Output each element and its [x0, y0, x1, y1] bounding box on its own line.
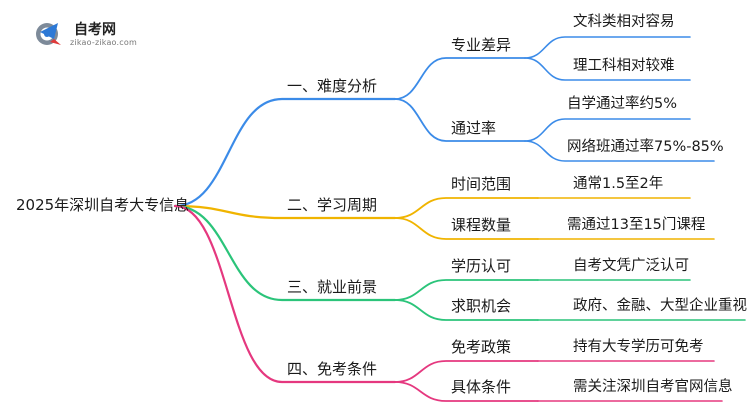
branch-3-sub-2-connector	[394, 299, 539, 321]
branch-1-sub-1-leaf-2-connector	[524, 57, 691, 81]
branch-3-sub-1-connector	[394, 279, 539, 301]
branch-1-sub-2-leaf-2: 网络班通过率75%-85%	[567, 139, 724, 155]
branch-2-sub-1-label: 时间范围	[451, 175, 512, 193]
branch-1-connector	[173, 97, 397, 208]
branch-2-sub-2-leaf-1: 需通过13至15门课程	[567, 217, 706, 233]
branch-4-connector	[173, 204, 397, 384]
branch-4-sub-2-connector	[394, 381, 539, 402]
branch-3-sub-2-label: 求职机会	[451, 297, 512, 315]
branch-1-sub-1-leaf-2: 理工科相对较难	[573, 58, 675, 74]
branch-4-sub-1-leaf-1: 持有大专学历可免考	[573, 339, 704, 355]
branch-3-connector	[173, 204, 397, 302]
branch-2-label: 二、学习周期	[287, 196, 378, 214]
branch-1-sub-2-leaf-2-connector	[524, 140, 715, 162]
branch-1-label: 一、难度分析	[287, 77, 378, 95]
branch-1-sub-2-connector	[394, 98, 526, 142]
branch-4-label: 四、免考条件	[287, 360, 378, 378]
branch-1-sub-2-label: 通过率	[451, 119, 497, 137]
branch-1-sub-1-leaf-1-connector	[524, 36, 691, 59]
branch-1-sub-1-leaf-1: 文科类相对容易	[573, 14, 675, 30]
branch-3-label: 三、就业前景	[287, 278, 378, 296]
branch-2-connector	[173, 204, 397, 220]
branch-1-sub-2-leaf-1-connector	[524, 118, 691, 142]
branch-4-sub-1-connector	[394, 360, 539, 383]
site-logo: 自考网 zikao-zikao.com	[34, 16, 154, 50]
branch-3-sub-2-leaf-1: 政府、金融、大型企业重视	[573, 298, 747, 314]
logo-brand: 自考网	[74, 22, 116, 38]
branch-2-sub-2-connector	[394, 217, 539, 240]
branch-1-sub-1-connector	[394, 57, 526, 100]
branch-2-sub-1-connector	[394, 197, 539, 219]
branch-4-sub-2-leaf-1: 需关注深圳自考官网信息	[573, 379, 733, 395]
branch-2-sub-2-label: 课程数量	[451, 216, 512, 234]
branch-2-sub-1-leaf-1: 通常1.5至2年	[573, 176, 664, 192]
branch-3-sub-1-leaf-1: 自考文凭广泛认可	[573, 258, 689, 274]
branch-4-sub-2-label: 具体条件	[451, 378, 512, 396]
branch-1-sub-1-label: 专业差异	[451, 36, 512, 54]
root-topic: 2025年深圳自考大专信息	[16, 196, 190, 214]
branch-4-sub-1-label: 免考政策	[451, 338, 512, 356]
logo-url: zikao-zikao.com	[70, 38, 137, 47]
branch-3-sub-1-label: 学历认可	[451, 257, 512, 275]
logo-mark-icon	[36, 23, 61, 45]
branch-1-sub-2-leaf-1: 自学通过率约5%	[567, 96, 678, 112]
